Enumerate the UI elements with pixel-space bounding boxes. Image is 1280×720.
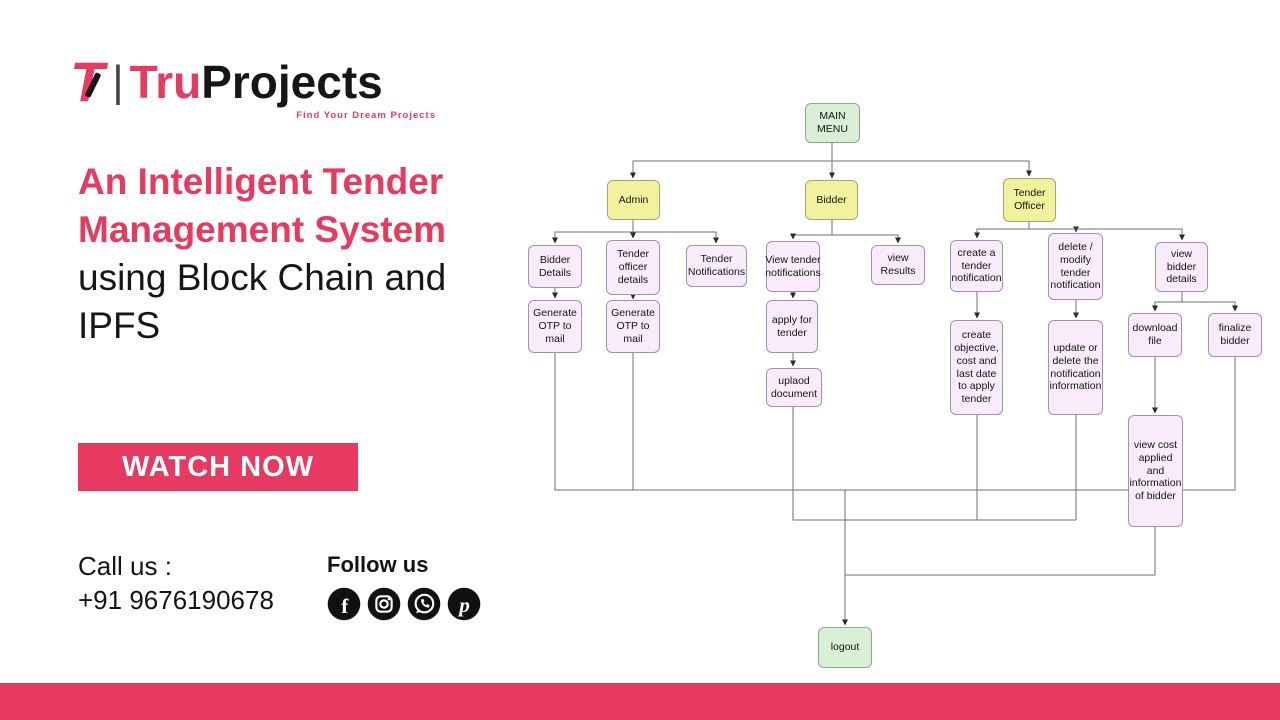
flow-node-tender-notifications: Tender Notifications (686, 245, 747, 287)
flow-node-view-cost-bidder: view cost applied and information of bid… (1128, 415, 1183, 527)
svg-text:p: p (457, 593, 470, 617)
title-line-1: An Intelligent Tender (78, 161, 444, 202)
flow-node-view-bidder-details: view bidder details (1155, 242, 1208, 292)
title-line-4: IPFS (78, 305, 161, 346)
title-line-3: using Block Chain and (78, 257, 447, 298)
logo-divider: | (112, 57, 124, 106)
social-block: Follow us f p (327, 552, 481, 621)
bottom-accent-bar (0, 683, 1280, 720)
watch-now-label: WATCH NOW (121, 450, 315, 483)
flow-node-bidder-details: Bidder Details (528, 245, 582, 288)
truprojects-logo: T|TruProjects Find Your Dream Projects (70, 52, 442, 122)
flow-node-apply-for-tender: apply for tender (766, 300, 818, 353)
logo-name-black: Projects (201, 56, 383, 108)
pinterest-icon[interactable]: p (447, 587, 481, 621)
flow-node-tender-officer-details: Tender officer details (606, 240, 660, 295)
flow-node-tender-officer: Tender Officer (1003, 178, 1056, 222)
logo-tagline: Find Your Dream Projects (296, 110, 436, 121)
flow-node-generate-otp-bidder: Generate OTP to mail (528, 300, 582, 353)
call-us-label: Call us : (78, 551, 172, 581)
truprojects-logomark-icon: T (70, 50, 105, 113)
flow-node-update-delete-notification: update or delete the notification inform… (1048, 320, 1103, 415)
facebook-icon[interactable]: f (327, 587, 361, 621)
flow-node-logout: logout (818, 627, 872, 668)
instagram-icon[interactable] (367, 587, 401, 621)
page-title: An Intelligent Tender Management System … (78, 158, 578, 350)
watch-now-button[interactable]: WATCH NOW (78, 443, 358, 491)
phone-number: +91 9676190678 (78, 585, 274, 615)
contact-block: Call us : +91 9676190678 (78, 549, 274, 617)
title-line-2: Management System (78, 209, 447, 250)
flow-node-admin: Admin (607, 180, 660, 220)
flow-node-upload-document: uplaod document (766, 368, 822, 407)
flow-node-create-objective: create objective, cost and last date to … (950, 320, 1003, 415)
whatsapp-icon[interactable] (407, 587, 441, 621)
flow-node-delete-modify-tender-notification: delete / modify tender notification (1048, 233, 1103, 300)
flow-node-generate-otp-officer: Generate OTP to mail (606, 300, 660, 353)
flow-node-finalize-bidder: finalize bidder (1208, 313, 1262, 357)
flow-node-main-menu: MAIN MENU (805, 103, 860, 143)
follow-us-label: Follow us (327, 552, 429, 577)
flow-node-create-tender-notification: create a tender notification (950, 240, 1003, 292)
flow-node-view-results: view Results (871, 245, 925, 285)
svg-text:f: f (341, 594, 349, 618)
flow-node-view-tender-notifications: View tender notifications (765, 241, 821, 292)
flow-node-download-file: download file (1128, 313, 1182, 357)
logo-name-pink: Tru (129, 56, 202, 108)
flow-node-bidder: Bidder (805, 180, 858, 220)
